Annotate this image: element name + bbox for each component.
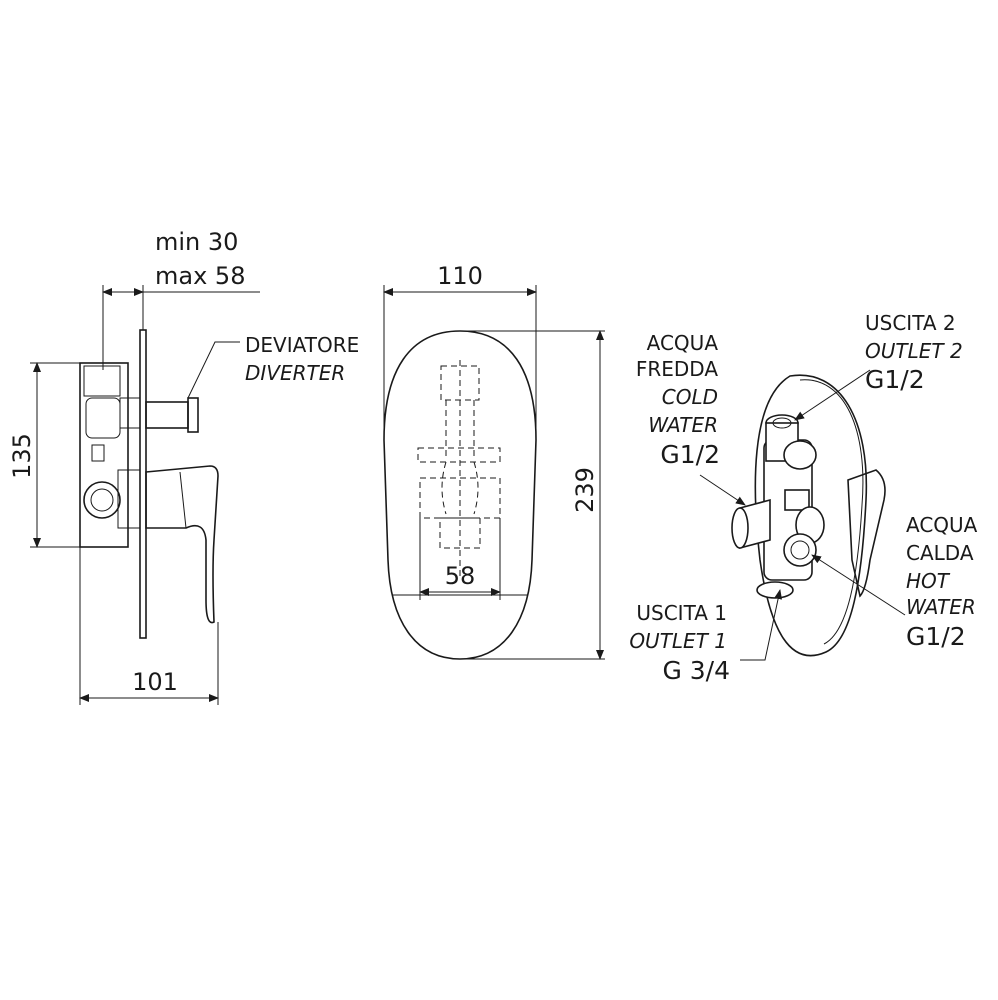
cold-it-1-label: ACQUA bbox=[647, 331, 719, 355]
outlet1-en-label: OUTLET 1 bbox=[629, 629, 727, 653]
depth-min-label: min 30 bbox=[155, 228, 238, 256]
hot-thread-label: G1/2 bbox=[906, 622, 966, 651]
cold-thread-label: G1/2 bbox=[660, 440, 720, 469]
diverter-label-it: DEVIATORE bbox=[245, 333, 359, 357]
outlet1-thread-label: G 3/4 bbox=[662, 656, 730, 685]
diverter-label-en: DIVERTER bbox=[245, 361, 345, 385]
hot-en-2-label: WATER bbox=[906, 595, 976, 619]
hot-it-2-label: CALDA bbox=[906, 541, 974, 565]
height-label: 135 bbox=[8, 433, 36, 479]
depth-max-label: max 58 bbox=[155, 262, 245, 290]
cold-it-2-label: FREDDA bbox=[636, 357, 718, 381]
perspective-view: USCITA 2 OUTLET 2 G1/2 ACQUA FREDDA COLD… bbox=[629, 311, 977, 685]
side-view: min 30 max 58 135 DEVIATORE DIVERTER 1 bbox=[8, 228, 359, 705]
width-label: 101 bbox=[132, 668, 178, 696]
front-width-label: 110 bbox=[437, 262, 483, 290]
hot-en-1-label: HOT bbox=[906, 569, 951, 593]
front-view: 110 239 58 bbox=[383, 262, 605, 660]
front-height-label: 239 bbox=[571, 467, 599, 513]
cold-en-1-label: COLD bbox=[662, 385, 718, 409]
front-body-width-label: 58 bbox=[445, 562, 476, 590]
outlet1-it-label: USCITA 1 bbox=[636, 601, 727, 625]
hot-it-1-label: ACQUA bbox=[906, 513, 978, 537]
cold-en-2-label: WATER bbox=[648, 413, 718, 437]
outlet2-it-label: USCITA 2 bbox=[865, 311, 956, 335]
outlet2-en-label: OUTLET 2 bbox=[865, 339, 963, 363]
outlet2-thread-label: G1/2 bbox=[865, 365, 925, 394]
